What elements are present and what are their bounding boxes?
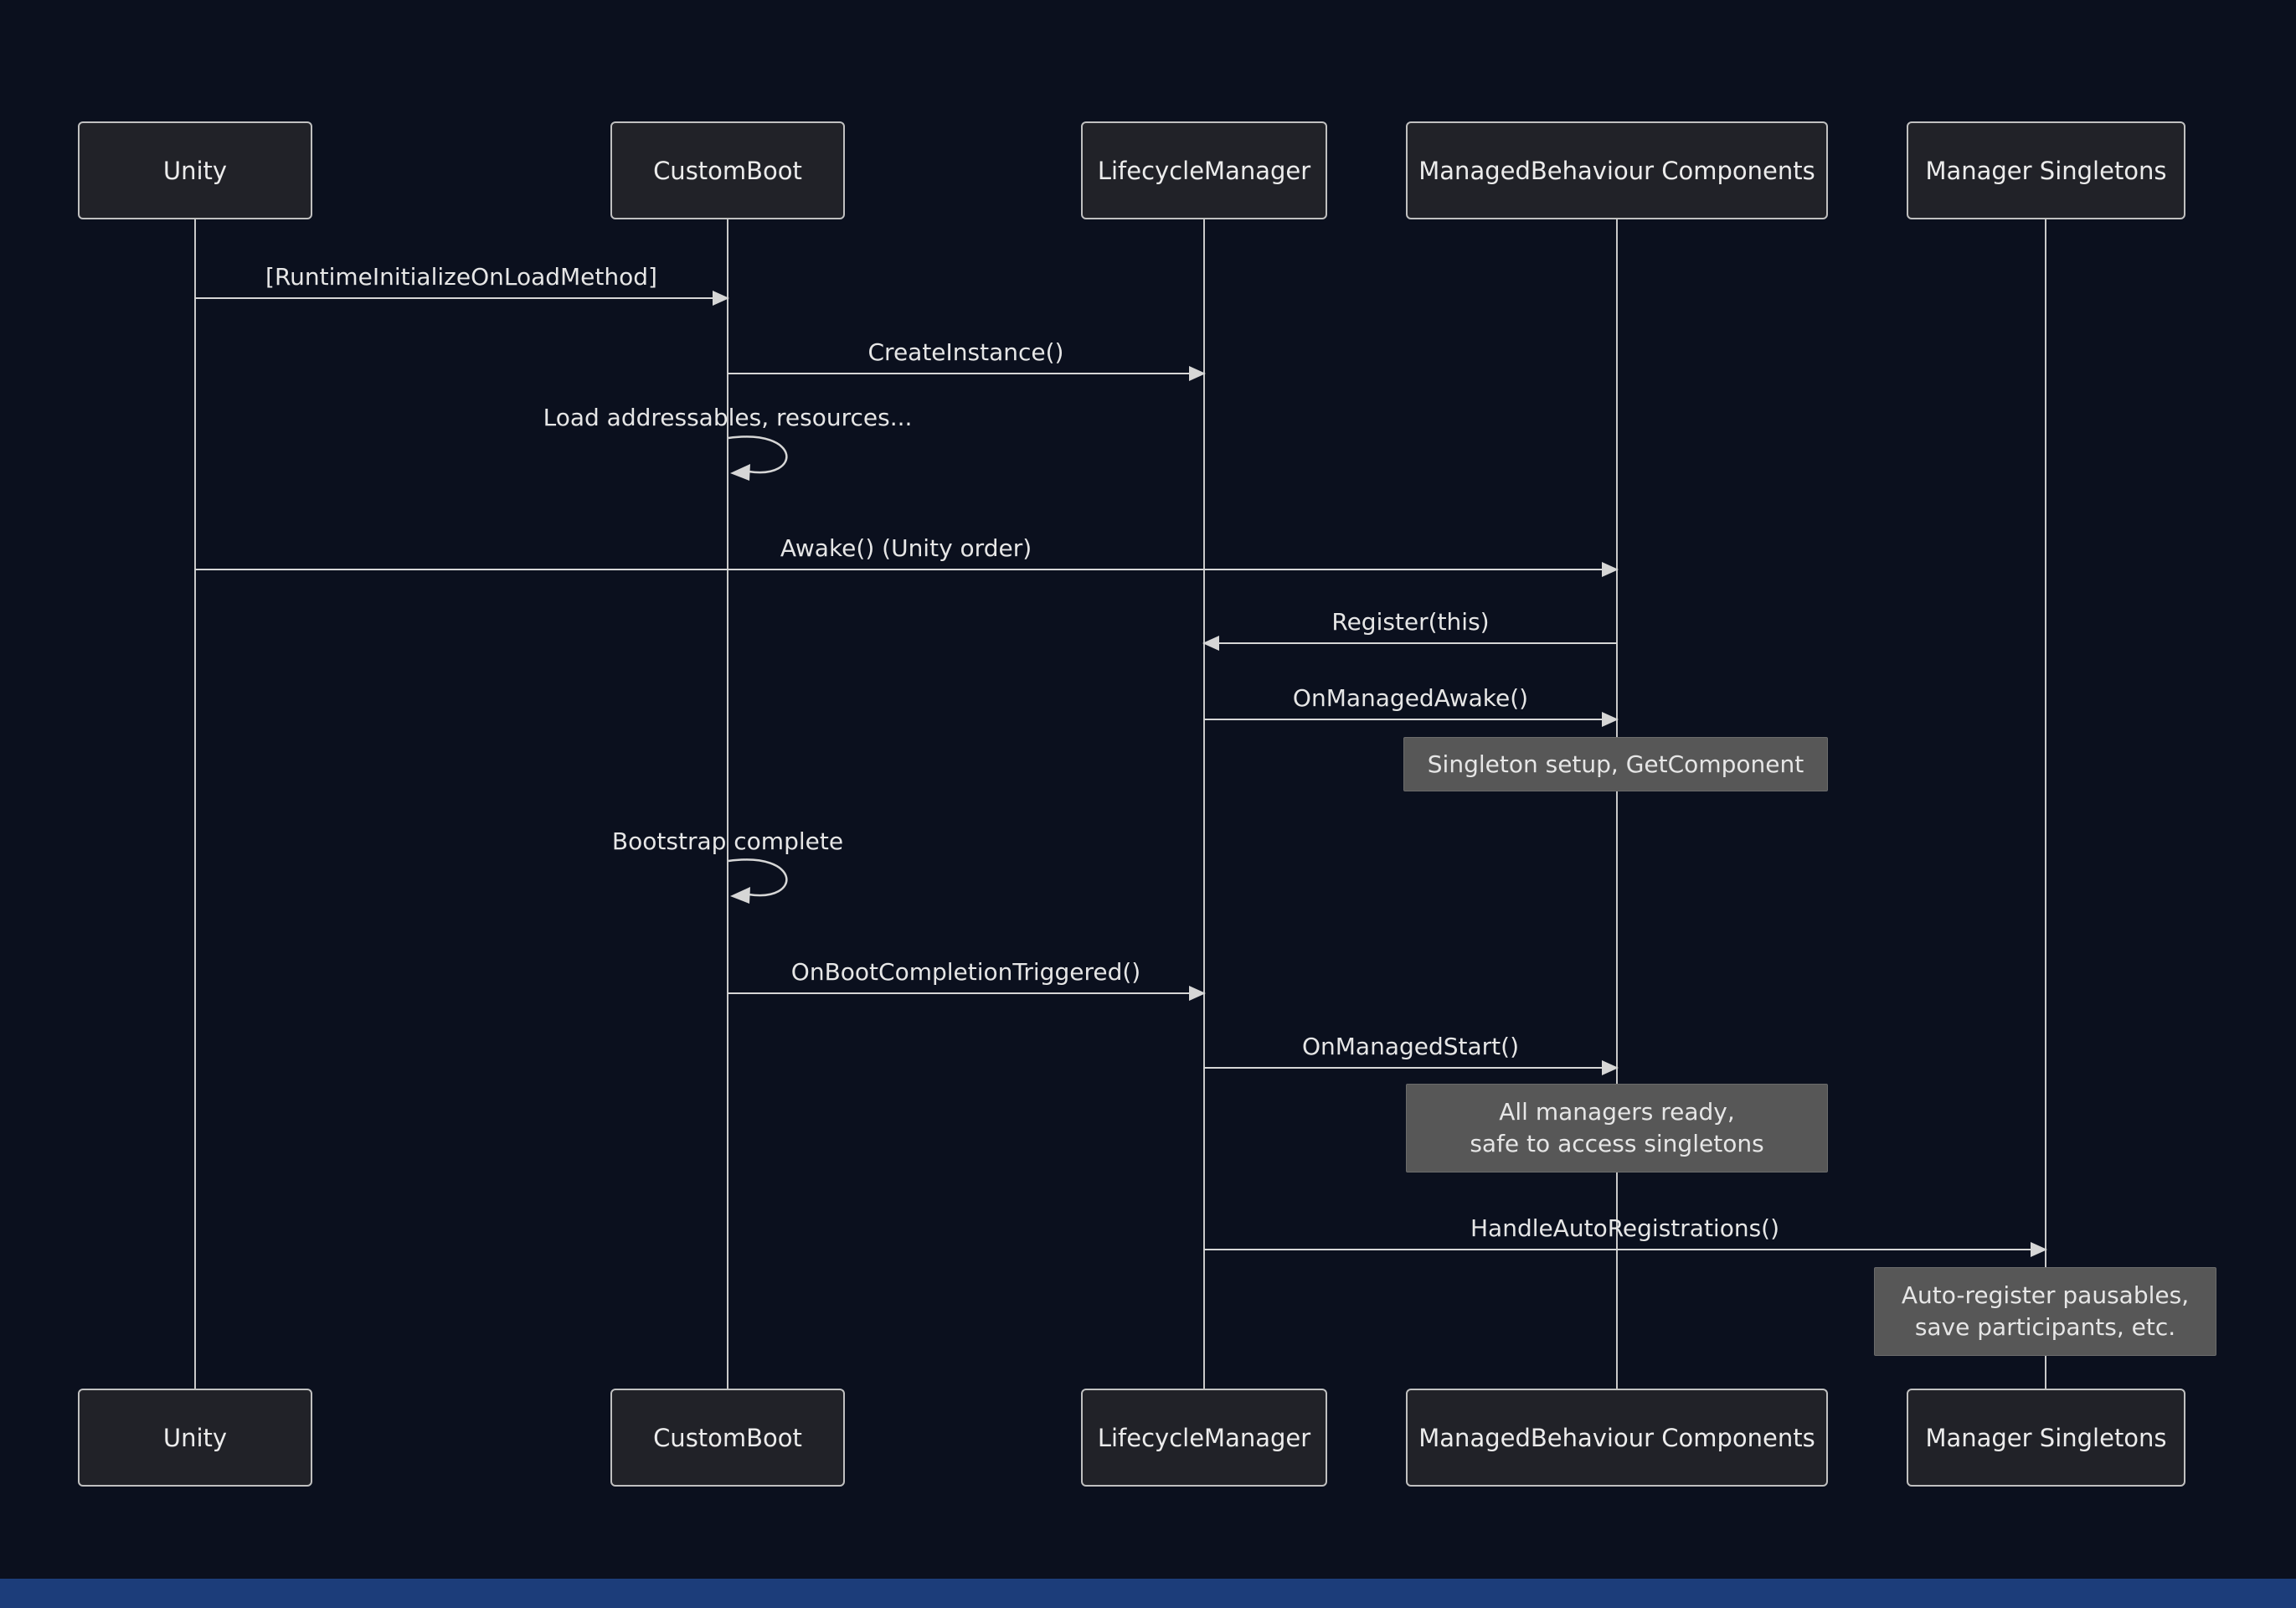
message-label-onmanagedstart: OnManagedStart()	[1301, 1033, 1520, 1060]
self-loop-arrow-icon	[728, 436, 788, 481]
message-label-onbootcompletion: OnBootCompletionTriggered()	[790, 958, 1141, 986]
message-arrow-register-this	[1202, 636, 1617, 651]
lifeline-unity	[194, 219, 196, 1389]
arrowhead-right-icon	[2031, 1242, 2047, 1257]
actor-top-managedbehaviour-components: ManagedBehaviour Components	[1406, 121, 1828, 219]
actor-bottom-managedbehaviour-components: ManagedBehaviour Components	[1406, 1389, 1828, 1487]
self-loop-arrow-icon	[728, 858, 788, 904]
message-label-register-this: Register(this)	[1331, 608, 1490, 636]
arrowhead-right-icon	[1189, 366, 1206, 381]
actor-label: Manager Singletons	[1925, 1423, 2167, 1452]
message-label-bootstrap-complete: Bootstrap complete	[611, 827, 844, 855]
actor-label: LifecycleManager	[1097, 1423, 1311, 1452]
actor-bottom-customboot: CustomBoot	[610, 1389, 845, 1487]
actor-label: LifecycleManager	[1097, 156, 1311, 185]
message-arrow-onmanagedstart	[1204, 1060, 1619, 1075]
note-singleton-setup: Singleton setup, GetComponent	[1403, 737, 1828, 791]
actor-bottom-manager-singletons: Manager Singletons	[1907, 1389, 2185, 1487]
lifeline-lifecyclemanager	[1203, 219, 1205, 1389]
message-arrow-runtimeinitialize	[195, 291, 729, 306]
message-label-load-addressables: Load addressables, resources...	[543, 404, 913, 431]
note-line: save participants, etc.	[1914, 1313, 2176, 1341]
actor-label: Manager Singletons	[1925, 156, 2167, 185]
actor-top-customboot: CustomBoot	[610, 121, 845, 219]
arrowhead-right-icon	[1189, 986, 1206, 1001]
note-line: safe to access singletons	[1470, 1130, 1764, 1157]
message-label-awake: Awake() (Unity order)	[780, 534, 1032, 562]
message-arrow-handleautoregistrations	[1204, 1242, 2047, 1257]
message-label-handleautoregistrations: HandleAutoRegistrations()	[1470, 1214, 1780, 1242]
message-arrow-awake	[195, 562, 1619, 577]
footer-bar	[0, 1579, 2296, 1608]
actor-label: ManagedBehaviour Components	[1418, 156, 1815, 185]
message-arrow-createinstance	[728, 366, 1206, 381]
note-line: All managers ready,	[1499, 1098, 1735, 1126]
lifeline-customboot	[727, 219, 728, 1389]
note-line: Auto-register pausables,	[1901, 1281, 2190, 1309]
arrowhead-right-icon	[713, 291, 729, 306]
actor-label: ManagedBehaviour Components	[1418, 1423, 1815, 1452]
actor-top-lifecyclemanager: LifecycleManager	[1081, 121, 1327, 219]
lifeline-manager-singletons	[2045, 219, 2046, 1389]
message-arrow-onbootcompletion	[728, 986, 1206, 1001]
arrowhead-right-icon	[1602, 712, 1619, 727]
actor-label: Unity	[162, 1423, 228, 1452]
actor-label: CustomBoot	[653, 156, 802, 185]
actor-label: CustomBoot	[653, 1423, 802, 1452]
message-label-runtimeinitialize: [RuntimeInitializeOnLoadMethod]	[265, 263, 657, 291]
lifeline-managedbehaviour-components	[1616, 219, 1618, 1389]
arrowhead-right-icon	[1602, 1060, 1619, 1075]
arrowhead-right-icon	[1602, 562, 1619, 577]
message-label-createinstance: CreateInstance()	[867, 338, 1064, 366]
arrowhead-left-icon	[1202, 636, 1219, 651]
actor-top-unity: Unity	[78, 121, 312, 219]
actor-top-manager-singletons: Manager Singletons	[1907, 121, 2185, 219]
actor-bottom-lifecyclemanager: LifecycleManager	[1081, 1389, 1327, 1487]
note-all-managers-ready: All managers ready, safe to access singl…	[1406, 1084, 1828, 1172]
note-auto-register: Auto-register pausables, save participan…	[1874, 1267, 2216, 1356]
actor-label: Unity	[162, 156, 228, 185]
message-label-onmanagedawake: OnManagedAwake()	[1292, 684, 1529, 712]
note-line: Singleton setup, GetComponent	[1427, 750, 1804, 778]
actor-bottom-unity: Unity	[78, 1389, 312, 1487]
message-arrow-onmanagedawake	[1204, 712, 1619, 727]
